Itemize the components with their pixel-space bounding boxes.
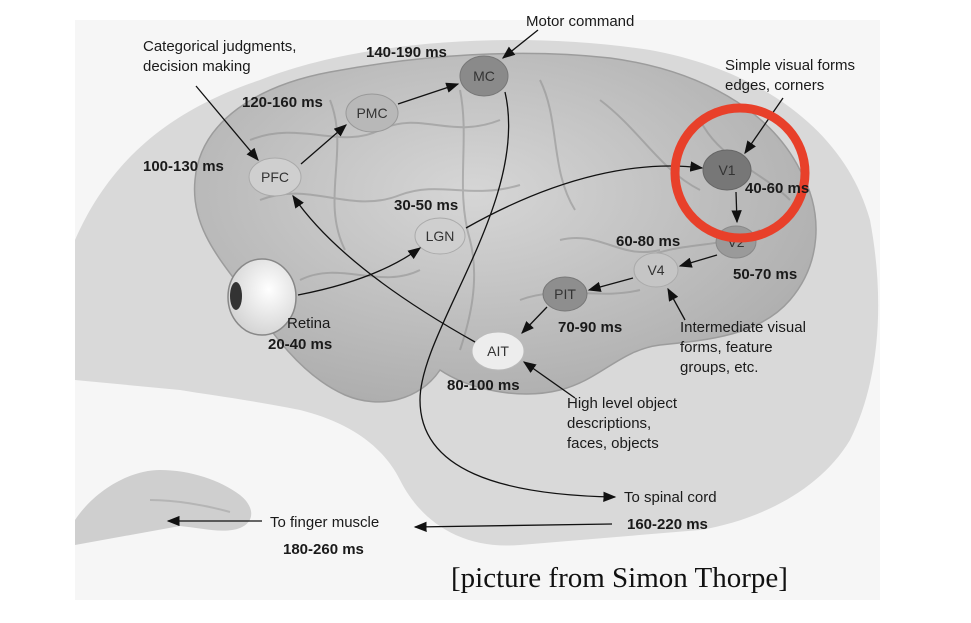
node-pfc xyxy=(248,157,302,197)
arrow-pit-to-ait xyxy=(521,306,548,334)
arrow-eye-to-lgn xyxy=(297,247,422,296)
arrow-ait-to-pfc xyxy=(292,194,476,343)
label-intermediate-3: groups, etc. xyxy=(680,359,758,376)
arrow-spinal-to-finger xyxy=(413,521,613,533)
node-v4 xyxy=(633,252,679,288)
arrow-pfc-to-pmc xyxy=(300,124,347,165)
latency-spinal: 160-220 ms xyxy=(627,516,708,533)
label-high-level-1: High level object xyxy=(567,395,678,412)
latency-v2: 50-70 ms xyxy=(733,266,797,283)
node-mc xyxy=(459,55,509,97)
latency-pit: 70-90 ms xyxy=(558,319,622,336)
highlight-circle xyxy=(670,103,810,243)
arrow-simple-to-v1 xyxy=(744,97,784,155)
latency-ait: 80-100 ms xyxy=(447,377,520,394)
latency-pmc: 120-160 ms xyxy=(242,94,323,111)
node-label-v1: V1 xyxy=(718,162,735,178)
label-categorical-1: Categorical judgments, xyxy=(143,38,296,55)
node-label-v4: V4 xyxy=(647,262,664,278)
arrow-highlevel-to-ait xyxy=(522,361,576,399)
arrow-categorical-to-pfc xyxy=(195,85,259,161)
label-intermediate-2: forms, feature xyxy=(680,339,773,356)
node-label-lgn: LGN xyxy=(426,228,455,244)
hand-silhouette xyxy=(75,470,252,545)
arrows xyxy=(166,29,784,533)
label-categorical-2: decision making xyxy=(143,58,251,75)
arrow-v1-to-v2 xyxy=(731,191,742,224)
latency-finger: 180-260 ms xyxy=(283,541,364,558)
picture-credit: [picture from Simon Thorpe] xyxy=(451,562,788,594)
arrow-motor-to-mc xyxy=(501,29,539,59)
latency-v4: 60-80 ms xyxy=(616,233,680,250)
brain-shape xyxy=(193,52,817,403)
label-to-spinal-cord: To spinal cord xyxy=(624,489,717,506)
label-to-finger-muscle: To finger muscle xyxy=(270,514,379,531)
label-simple-visual-1: Simple visual forms xyxy=(725,57,855,74)
node-lgn xyxy=(414,217,466,255)
eye xyxy=(227,258,297,336)
label-intermediate-1: Intermediate visual xyxy=(680,319,806,336)
latency-retina: 20-40 ms xyxy=(268,336,332,353)
node-ait xyxy=(471,331,525,371)
label-retina: Retina xyxy=(287,315,331,332)
label-high-level-3: faces, objects xyxy=(567,435,659,452)
node-label-mc: MC xyxy=(473,68,495,84)
latency-v1: 40-60 ms xyxy=(745,180,809,197)
arrow-intermediate-to-v4 xyxy=(667,287,686,321)
node-label-ait: AIT xyxy=(487,343,509,359)
label-high-level-2: descriptions, xyxy=(567,415,651,432)
node-label-pmc: PMC xyxy=(356,105,387,121)
latency-pfc: 100-130 ms xyxy=(143,158,224,175)
latency-lgn: 30-50 ms xyxy=(394,197,458,214)
latency-mc: 140-190 ms xyxy=(366,44,447,61)
node-pit xyxy=(542,276,588,312)
label-motor-command: Motor command xyxy=(526,13,634,30)
arrow-pmc-to-mc xyxy=(397,82,460,105)
node-label-pit: PIT xyxy=(554,286,576,302)
node-pmc xyxy=(345,93,399,133)
node-label-pfc: PFC xyxy=(261,169,289,185)
arrow-v2-to-v4 xyxy=(678,254,718,268)
arrow-mc-to-spinal xyxy=(419,91,617,502)
label-simple-visual-2: edges, corners xyxy=(725,77,824,94)
arrow-v4-to-pit xyxy=(587,277,634,292)
